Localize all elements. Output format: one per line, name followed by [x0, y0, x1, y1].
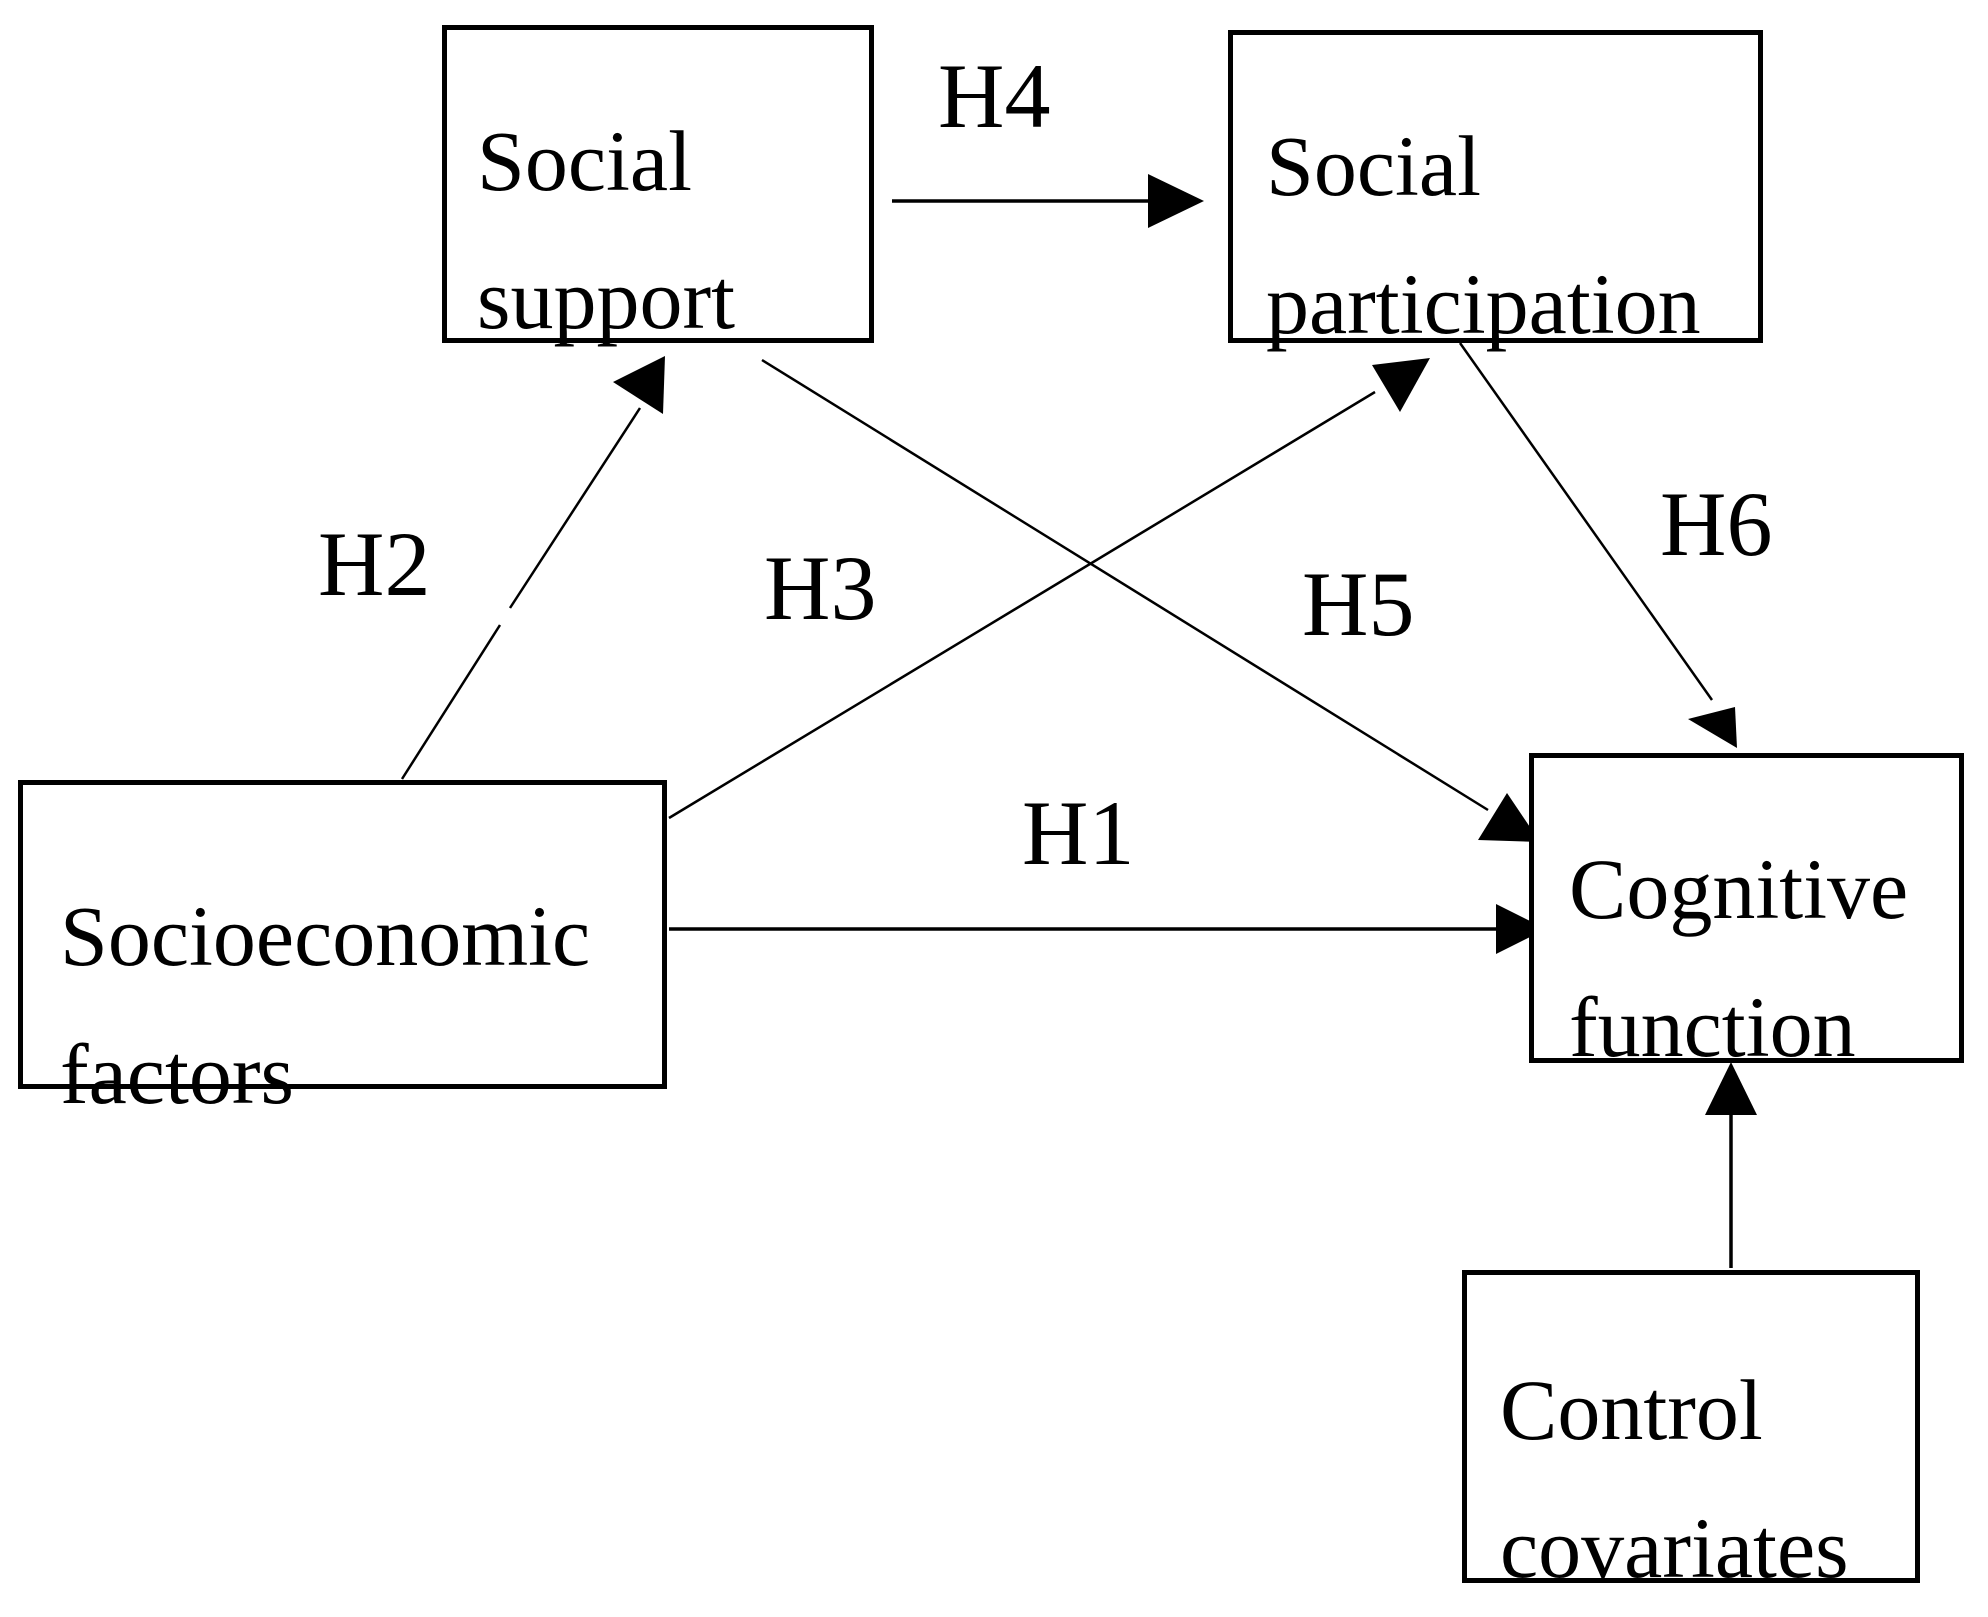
node-label-line: Control	[1500, 1362, 1763, 1458]
node-label-line: factors	[60, 1026, 294, 1122]
node-social-participation: Social participation	[1228, 30, 1763, 352]
label-h4: H4	[938, 45, 1051, 147]
label-h2: H2	[318, 513, 431, 615]
node-label-line: function	[1569, 979, 1856, 1075]
node-social-support: Social support	[442, 25, 874, 347]
node-label-line: support	[477, 251, 735, 347]
node-label-line: Social	[1266, 118, 1481, 214]
arrow-h6	[1458, 342, 1737, 748]
arrowhead-h6	[1688, 707, 1737, 748]
node-control-covariates: Control covariates	[1462, 1270, 1920, 1596]
arrow-h5	[761, 358, 1540, 842]
arrow-h3	[668, 358, 1430, 820]
label-h6: H6	[1660, 473, 1773, 575]
arrow-control	[1705, 1062, 1757, 1268]
arrowhead-h4	[1148, 174, 1204, 228]
node-cognitive-function: Cognitive function	[1529, 753, 1964, 1075]
label-h5: H5	[1302, 553, 1415, 655]
node-label-line: covariates	[1500, 1500, 1849, 1596]
arrowhead-h5	[1478, 793, 1540, 842]
node-label-line: Cognitive	[1569, 841, 1909, 937]
arrowhead-control	[1705, 1062, 1757, 1115]
node-socioeconomic-factors: Socioeconomic factors	[18, 780, 667, 1122]
arrowhead-h1	[1496, 904, 1546, 954]
node-label-line: Social	[477, 113, 692, 209]
arrowhead-h3	[1372, 358, 1430, 412]
node-label-line: participation	[1266, 256, 1701, 352]
label-h1: H1	[1022, 782, 1135, 884]
node-label-line: Socioeconomic	[60, 888, 591, 984]
arrow-h1	[669, 904, 1546, 954]
arrow-h2	[400, 356, 665, 780]
arrowhead-h2	[613, 356, 665, 414]
arrow-h4	[892, 174, 1204, 228]
label-h3: H3	[764, 537, 877, 639]
